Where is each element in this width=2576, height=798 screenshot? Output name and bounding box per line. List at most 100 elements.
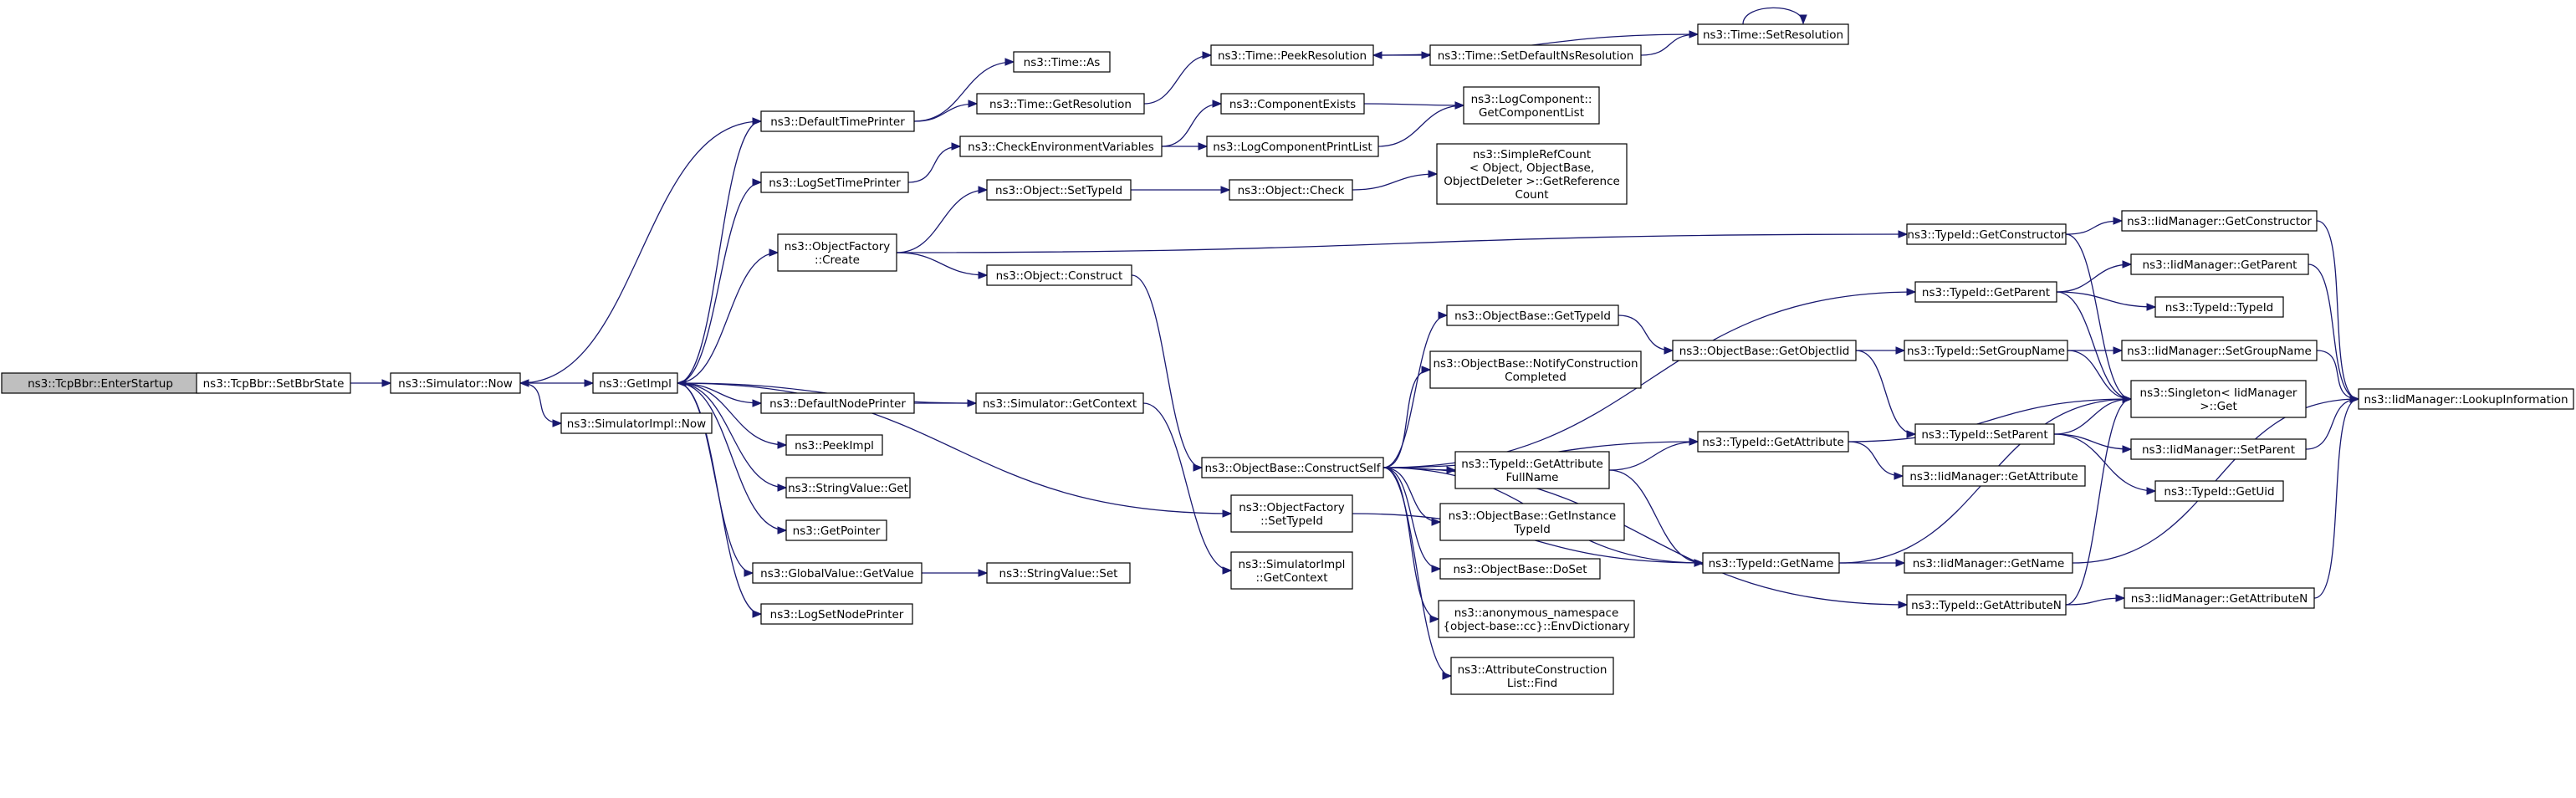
node-default-node-printer[interactable]: ns3::DefaultNodePrinter bbox=[760, 392, 915, 414]
edge-check-env-vars-to-component-exists bbox=[1161, 103, 1222, 147]
node-label: ns3::Object::Check bbox=[1238, 184, 1345, 197]
node-component-exists[interactable]: ns3::ComponentExists bbox=[1220, 93, 1365, 115]
node-obj-factory-set-type-id[interactable]: ns3::ObjectFactory::SetTypeId bbox=[1230, 494, 1353, 533]
node-simple-ref-count[interactable]: ns3::SimpleRefCount< Object, ObjectBase,… bbox=[1436, 143, 1628, 205]
node-label: ns3::ComponentExists bbox=[1229, 98, 1356, 111]
node-log-set-node-printer[interactable]: ns3::LogSetNodePrinter bbox=[760, 603, 913, 625]
node-box bbox=[959, 136, 1163, 157]
node-object-set-type-id[interactable]: ns3::Object::SetTypeId bbox=[986, 179, 1132, 201]
call-edges bbox=[187, 7, 2360, 680]
node-log-set-time-printer[interactable]: ns3::LogSetTimePrinter bbox=[760, 171, 909, 193]
node-obj-factory-create[interactable]: ns3::ObjectFactory::Create bbox=[777, 233, 897, 272]
node-sim-get-context[interactable]: ns3::Simulator::GetContext bbox=[975, 392, 1144, 414]
arrowhead-get-impl-to-log-set-node-printer bbox=[752, 610, 763, 618]
node-get-impl[interactable]: ns3::GetImpl bbox=[592, 372, 678, 394]
node-type-id-get-attribute[interactable]: ns3::TypeId::GetAttribute bbox=[1697, 431, 1849, 453]
node-type-id-type-id[interactable]: ns3::TypeId::TypeId bbox=[2154, 296, 2284, 318]
arrowhead-get-impl-to-get-pointer bbox=[777, 526, 788, 535]
node-box bbox=[2358, 388, 2574, 410]
edge-type-id-get-parent-to-singleton-get bbox=[2056, 291, 2132, 400]
node-obj-base-notify[interactable]: ns3::ObjectBase::NotifyConstructionCompl… bbox=[1429, 350, 1642, 389]
node-iid-mgr-get-parent[interactable]: ns3::IidManager::GetParent bbox=[2130, 253, 2309, 275]
node-iid-mgr-get-name[interactable]: ns3::IidManager::GetName bbox=[1904, 552, 2073, 574]
node-time-set-resolution[interactable]: ns3::Time::SetResolution bbox=[1697, 23, 1849, 45]
edge-get-impl-to-log-set-node-printer bbox=[677, 382, 762, 615]
edge-obj-base-construct-self-to-env-dictionary bbox=[1383, 467, 1439, 620]
node-sim-impl-now[interactable]: ns3::SimulatorImpl::Now bbox=[560, 412, 713, 434]
node-time-as[interactable]: ns3::Time::As bbox=[1013, 51, 1111, 73]
node-box bbox=[1914, 423, 2055, 445]
node-label: ns3::TypeId::SetParent bbox=[1921, 428, 2047, 442]
edge-type-id-get-constructor-to-iid-mgr-get-constructor bbox=[2065, 220, 2123, 235]
node-box bbox=[1206, 136, 1379, 157]
node-sim-impl-get-context[interactable]: ns3::SimulatorImpl::GetContext bbox=[1230, 551, 1353, 590]
node-string-value-get[interactable]: ns3::StringValue::Get bbox=[785, 477, 911, 499]
node-log-comp-get-list[interactable]: ns3::LogComponent::GetComponentList bbox=[1463, 86, 1600, 125]
node-label: ns3::ObjectBase::GetInstance bbox=[1449, 509, 1617, 523]
node-type-id-get-parent[interactable]: ns3::TypeId::GetParent bbox=[1914, 281, 2057, 303]
node-time-get-resolution[interactable]: ns3::Time::GetResolution bbox=[976, 93, 1145, 115]
node-iid-mgr-get-attribute[interactable]: ns3::IidManager::GetAttribute bbox=[1902, 465, 2086, 487]
arrowhead-obj-base-construct-self-to-obj-base-get-inst-type-id bbox=[1431, 518, 1442, 526]
edge-obj-base-get-object-iid-to-type-id-set-parent bbox=[1855, 350, 1916, 435]
node-type-id-get-name[interactable]: ns3::TypeId::GetName bbox=[1702, 552, 1840, 574]
node-label: ns3::GlobalValue::GetValue bbox=[760, 567, 914, 581]
node-type-id-get-constructor[interactable]: ns3::TypeId::GetConstructor bbox=[1906, 223, 2067, 245]
node-type-id-set-parent[interactable]: ns3::TypeId::SetParent bbox=[1914, 423, 2055, 445]
edge-type-id-get-attribute-n-to-singleton-get bbox=[2065, 398, 2132, 606]
node-box bbox=[1229, 179, 1353, 201]
node-iid-mgr-get-attribute-n[interactable]: ns3::IidManager::GetAttributeN bbox=[2124, 587, 2315, 609]
node-obj-base-construct-self[interactable]: ns3::ObjectBase::ConstructSelf bbox=[1201, 457, 1384, 478]
edge-type-id-set-group-name-to-singleton-get bbox=[2067, 350, 2132, 400]
node-label: ns3::GetImpl bbox=[599, 377, 672, 391]
node-label: Count bbox=[1515, 188, 1548, 202]
node-time-peek-resolution[interactable]: ns3::Time::PeekResolution bbox=[1210, 44, 1374, 66]
node-string-value-set[interactable]: ns3::StringValue::Set bbox=[986, 562, 1131, 584]
node-iid-mgr-get-constructor[interactable]: ns3::IidManager::GetConstructor bbox=[2121, 210, 2318, 232]
edge-sim-get-context-to-sim-impl-get-context bbox=[1142, 402, 1232, 571]
node-obj-base-get-object-iid[interactable]: ns3::ObjectBase::GetObjectIid bbox=[1672, 340, 1857, 361]
node-object-check[interactable]: ns3::Object::Check bbox=[1229, 179, 1353, 201]
edge-obj-factory-create-to-object-construct bbox=[896, 252, 988, 276]
node-label: ns3::SimpleRefCount bbox=[1473, 148, 1591, 161]
node-object-construct[interactable]: ns3::Object::Construct bbox=[986, 264, 1132, 286]
node-iid-mgr-set-group-name[interactable]: ns3::IidManager::SetGroupName bbox=[2121, 340, 2318, 361]
node-type-id-set-group-name[interactable]: ns3::TypeId::SetGroupName bbox=[1904, 340, 2068, 361]
node-peek-impl[interactable]: ns3::PeekImpl bbox=[785, 434, 883, 456]
arrowhead-object-check-to-simple-ref-count bbox=[1428, 170, 1439, 178]
edge-get-impl-to-get-pointer bbox=[677, 382, 787, 531]
node-set-bbr-state[interactable]: ns3::TcpBbr::SetBbrState bbox=[196, 372, 351, 394]
node-env-dictionary[interactable]: ns3::anonymous_namespace{object-base::cc… bbox=[1438, 600, 1635, 638]
edge-log-component-print-list-to-log-comp-get-list bbox=[1377, 105, 1464, 147]
arrowhead-log-component-print-list-to-log-comp-get-list bbox=[1454, 101, 1465, 110]
arrowhead-get-impl-to-default-node-printer bbox=[752, 399, 763, 407]
node-box bbox=[2130, 380, 2307, 418]
node-box bbox=[1904, 552, 2073, 574]
node-type-id-get-attribute-n[interactable]: ns3::TypeId::GetAttributeN bbox=[1906, 594, 2067, 616]
node-label: ns3::Time::PeekResolution bbox=[1218, 49, 1367, 63]
node-default-time-printer[interactable]: ns3::DefaultTimePrinter bbox=[760, 110, 915, 132]
node-box bbox=[1436, 143, 1628, 205]
edge-obj-factory-create-to-object-set-type-id bbox=[896, 189, 988, 253]
node-iid-mgr-lookup-info[interactable]: ns3::IidManager::LookupInformation bbox=[2358, 388, 2574, 410]
node-singleton-get[interactable]: ns3::Singleton< IidManager >::Get bbox=[2130, 380, 2307, 418]
node-obj-base-do-set[interactable]: ns3::ObjectBase::DoSet bbox=[1439, 558, 1601, 580]
node-box bbox=[560, 412, 713, 434]
node-box bbox=[196, 372, 351, 394]
node-global-value-get-value[interactable]: ns3::GlobalValue::GetValue bbox=[752, 562, 923, 584]
node-check-env-vars[interactable]: ns3::CheckEnvironmentVariables bbox=[959, 136, 1163, 157]
node-obj-base-get-type-id[interactable]: ns3::ObjectBase::GetTypeId bbox=[1446, 304, 1619, 326]
node-label: ns3::ObjectBase::ConstructSelf bbox=[1205, 462, 1382, 475]
node-type-id-get-uid[interactable]: ns3::TypeId::GetUid bbox=[2154, 480, 2284, 502]
arrowhead-type-id-get-attribute-n-to-singleton-get bbox=[2122, 395, 2133, 403]
node-time-set-default-ns-res[interactable]: ns3::Time::SetDefaultNsResolution bbox=[1429, 44, 1642, 66]
node-log-component-print-list[interactable]: ns3::LogComponentPrintList bbox=[1206, 136, 1379, 157]
node-iid-mgr-set-parent[interactable]: ns3::IidManager::SetParent bbox=[2130, 438, 2307, 460]
node-sim-now[interactable]: ns3::Simulator::Now bbox=[390, 372, 521, 394]
node-enter-startup[interactable]: ns3::TcpBbr::EnterStartup bbox=[1, 372, 200, 394]
arrowhead-time-set-resolution-to-time-set-resolution bbox=[1799, 14, 1807, 25]
node-get-pointer[interactable]: ns3::GetPointer bbox=[785, 519, 887, 541]
